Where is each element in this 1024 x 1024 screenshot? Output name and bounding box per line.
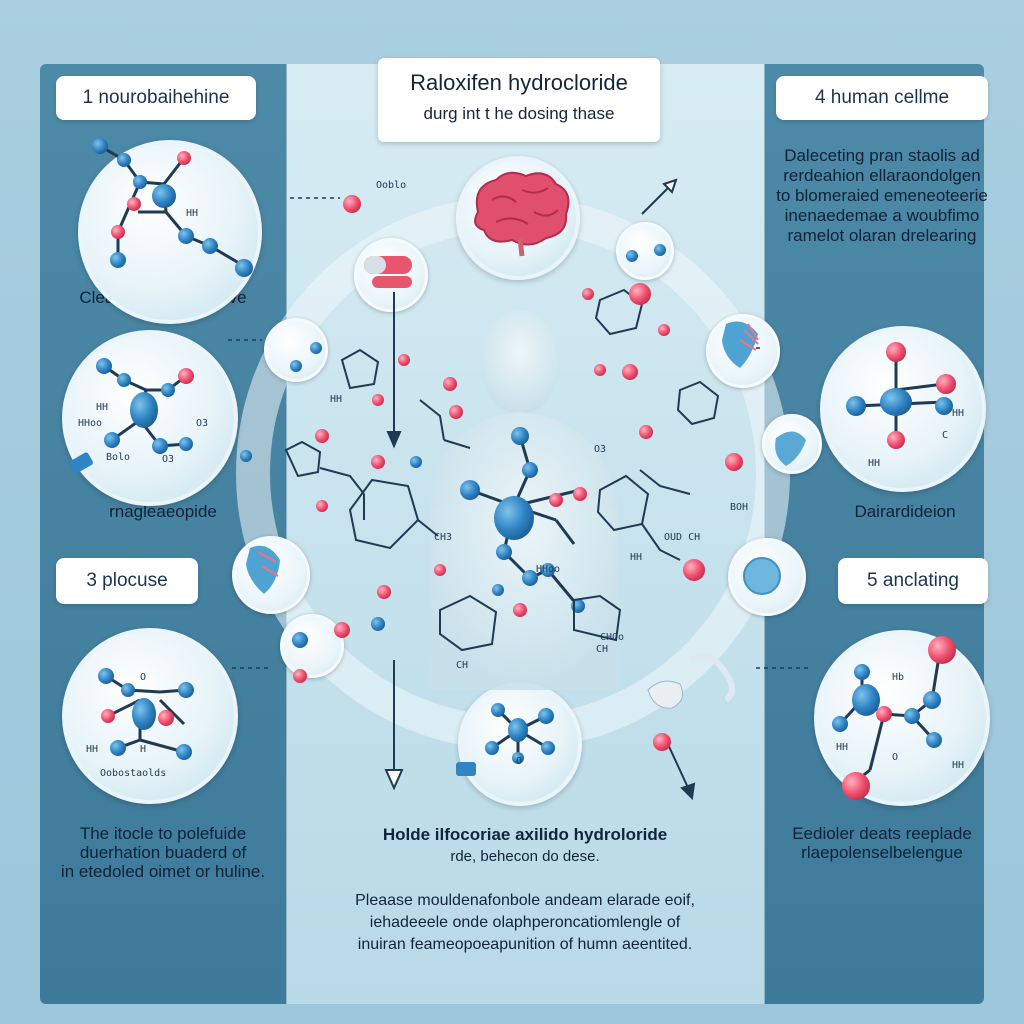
atom-label: HH <box>836 742 848 753</box>
right-caption-3: Eedioler deats reeplade rlaepolenselbele… <box>792 824 972 862</box>
atom-label: HH <box>630 552 642 563</box>
atom-label: CH <box>456 660 468 671</box>
atom-label: HHoo <box>536 564 560 575</box>
atom-label: O3 <box>196 418 208 429</box>
atom-label: HH <box>86 744 98 755</box>
dashed-connectors <box>228 197 812 669</box>
pill-icon <box>364 256 412 288</box>
brain-icon <box>474 171 570 257</box>
center-heading: Holde ilfocoriae axilido hydroloride rde… <box>382 825 668 865</box>
molecule-5 <box>832 636 956 800</box>
flow-arrows <box>384 178 696 801</box>
molecule-circle-1 <box>78 140 262 324</box>
ring-node-left-low <box>280 614 344 678</box>
atom-label: HH <box>96 402 108 413</box>
atom-label: C <box>942 430 948 441</box>
atom-label: HHoo <box>78 418 102 429</box>
title-box: Raloxifen hydrocloride durg int t he dos… <box>378 58 660 142</box>
molecule-6 <box>485 703 555 764</box>
step-4-label: 4 human cellme <box>776 76 988 120</box>
atom-label: O <box>892 752 898 763</box>
pill-node <box>354 238 428 312</box>
cell-icons <box>69 321 806 776</box>
atom-labels: HH HH HHoo O3 Bolo O3 O HH H Oobostaolds… <box>78 180 964 779</box>
atom-label: HH <box>330 394 342 405</box>
right-description: Daleceting pran staolis ad rerdeahion el… <box>776 146 988 245</box>
skeletal-atoms <box>240 195 743 751</box>
step-3-label: 3 plocuse <box>56 558 198 604</box>
left-caption-3: The itocle to polefuide duerhation buade… <box>60 824 266 881</box>
right-caption-2: Dairardideion <box>854 502 956 521</box>
atom-label: OUD CH <box>664 532 700 543</box>
subtitle: durg int t he dosing thase <box>423 104 615 123</box>
skeletal-structures <box>284 288 720 652</box>
molecule-1 <box>92 138 253 277</box>
left-caption-2: rnagleaeopide <box>109 502 217 521</box>
atom-label: BOH <box>730 502 748 513</box>
atom-label: Hb <box>892 672 904 683</box>
center-paragraph: Pleaase mouldenafonbole andeam elarade e… <box>355 892 695 953</box>
human-silhouette <box>430 310 620 690</box>
atom-label: Oobostaolds <box>100 768 166 779</box>
atom-label: O <box>516 756 522 767</box>
atom-label: HH <box>868 458 880 469</box>
atom-label: HH <box>952 760 964 771</box>
atom-label: H <box>140 744 146 755</box>
atom-label: O <box>140 672 146 683</box>
atom-label: O3 <box>162 454 174 465</box>
atom-label: CH <box>596 644 608 655</box>
atom-label: CHOo <box>600 632 624 643</box>
atom-label: HH <box>952 408 964 419</box>
atom-label: Bolo <box>106 452 130 463</box>
atom-label: CH3 <box>434 532 452 543</box>
atom-label: HH <box>186 208 198 219</box>
molecule-4 <box>846 342 956 449</box>
atom-label: O3 <box>594 444 606 455</box>
atom-label: Ooblo <box>376 180 406 191</box>
molecule-2 <box>96 358 194 454</box>
step-1-label: 1 nourobaihehine <box>56 76 256 120</box>
molecule-3 <box>98 668 194 760</box>
step-5-label: 5 anclating <box>838 558 988 604</box>
ring-node-top-right <box>616 222 674 280</box>
title: Raloxifen hydrocloride <box>410 70 628 95</box>
